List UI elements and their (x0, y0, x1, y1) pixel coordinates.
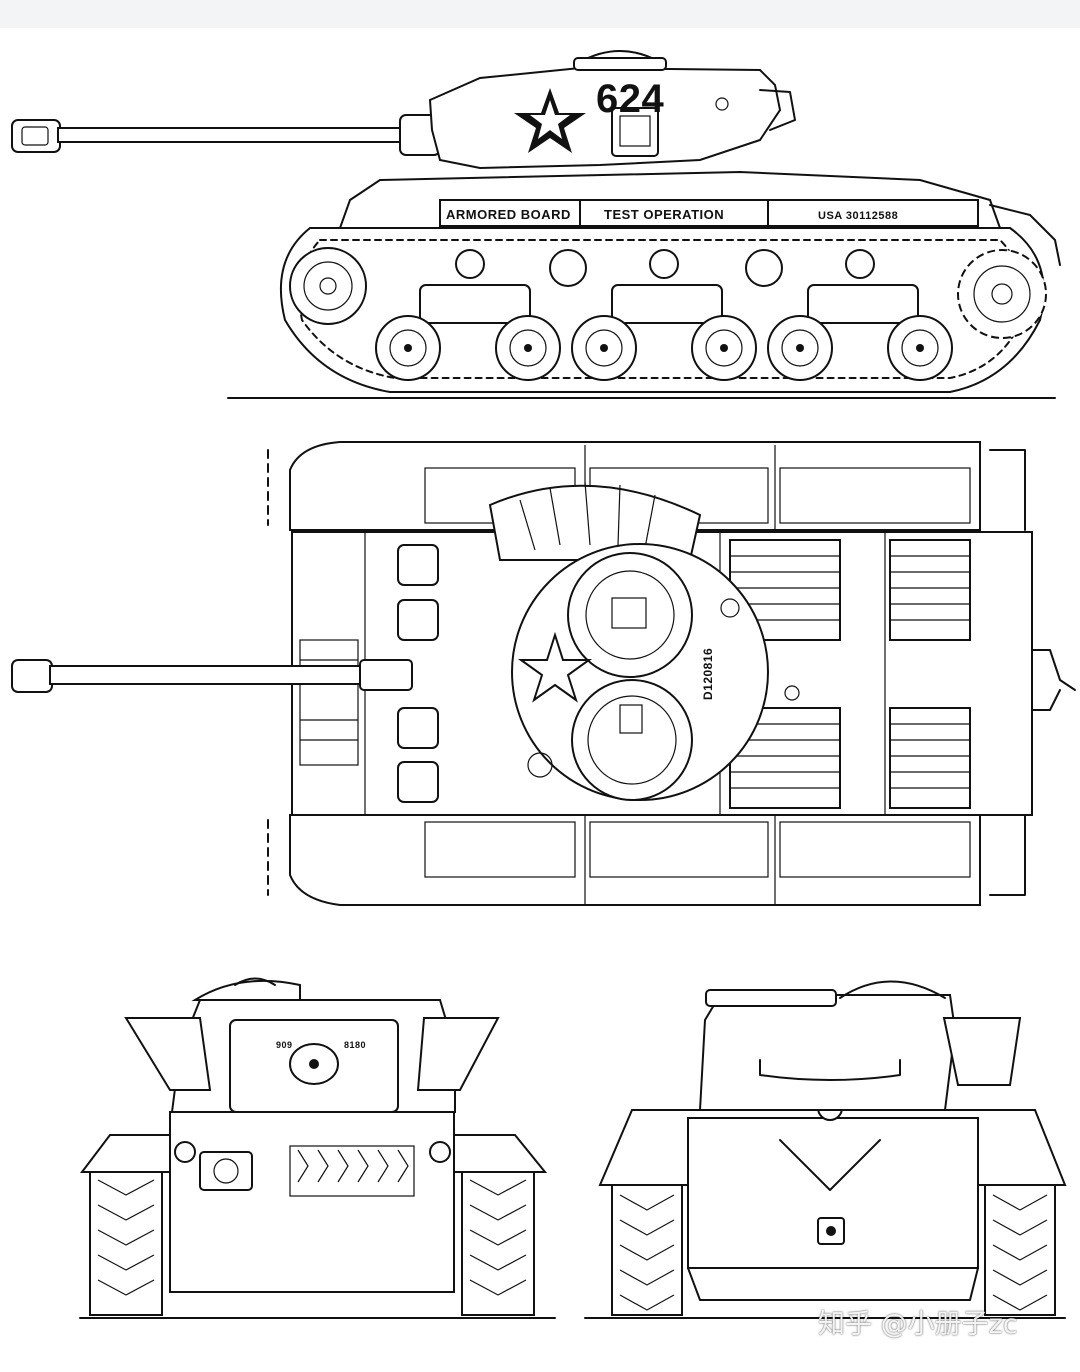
top-view: D120816 (11, 441, 1076, 906)
front-right-rack (416, 1017, 500, 1091)
front-left-rack (124, 1017, 212, 1091)
rear-hull-plate (687, 1117, 979, 1269)
return-rollers (455, 249, 875, 287)
front-left-track (89, 1169, 163, 1316)
watermark: 知乎 @小册子zc (818, 1309, 1018, 1340)
side-hull: ARMORED BOARD TEST OPERATION USA 3011258… (338, 170, 1061, 266)
side-view: 624 ARMORED BOARD TEST OPERATION USA 301… (11, 50, 1061, 399)
top-star-icon (517, 631, 593, 703)
front-plate-right: 8180 (344, 1040, 366, 1050)
rear-view (584, 980, 1067, 1319)
rear-turret (698, 994, 957, 1111)
bogie-units (419, 284, 919, 324)
idler-wheel (289, 247, 367, 325)
front-view: 909 8180 (79, 977, 556, 1319)
turret-bustle-rack (488, 484, 702, 561)
rear-right-rack (942, 1017, 1022, 1086)
side-turret: 624 (428, 50, 796, 170)
side-gun (11, 114, 441, 156)
top-right-fender (289, 814, 981, 906)
rear-right-track (984, 1184, 1056, 1316)
road-wheels (375, 315, 953, 381)
front-glacis (169, 1111, 455, 1293)
front-right-track (461, 1169, 535, 1316)
loader-hatch (571, 679, 693, 801)
hull-plate-center: TEST OPERATION (604, 207, 724, 222)
rear-tow-fitting (1031, 649, 1076, 711)
hull-plate-right: USA 30112588 (818, 210, 898, 222)
rear-left-track (611, 1184, 683, 1316)
hull-plate-left: ARMORED BOARD (446, 207, 571, 222)
top-left-fender (289, 441, 981, 531)
top-band (0, 0, 1080, 28)
turret-number: 624 (596, 77, 664, 121)
top-gun (11, 659, 413, 693)
front-plate-left: 909 (276, 1040, 293, 1050)
drive-sprocket (957, 249, 1047, 339)
driver-hatches (397, 544, 439, 803)
turret-code: D120816 (701, 648, 715, 700)
